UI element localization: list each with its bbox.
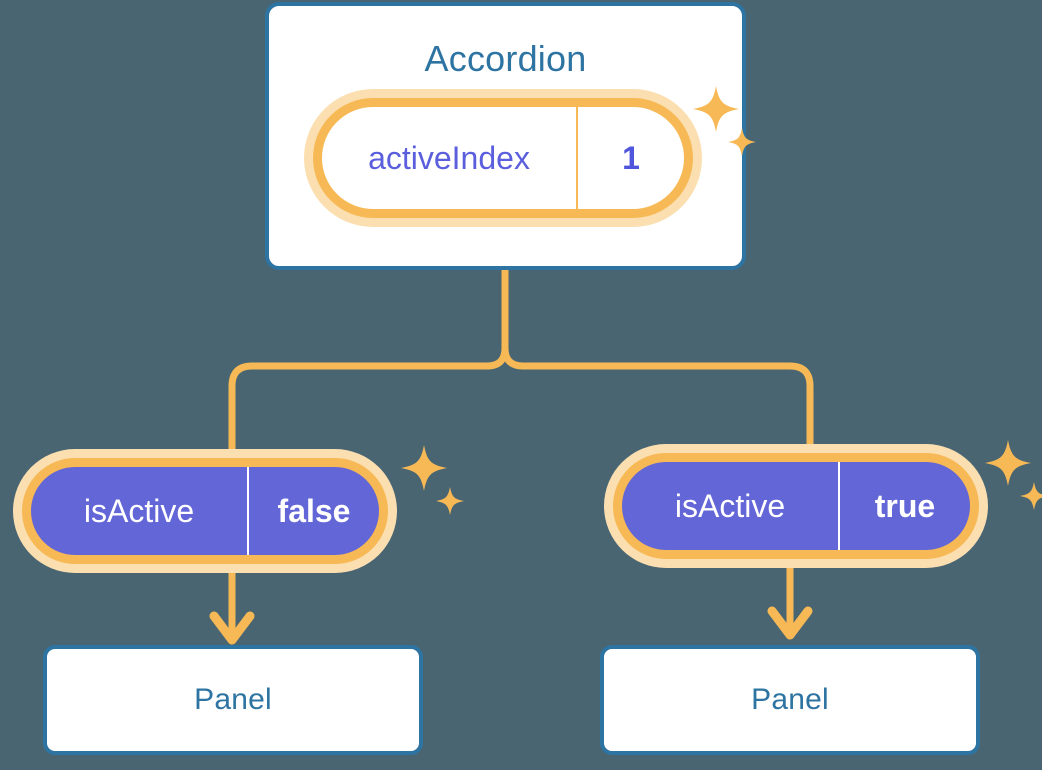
state-pill-key: isActive: [31, 467, 249, 555]
panel-node-label: Panel: [194, 683, 272, 716]
connector-branch-right: [501, 344, 814, 462]
state-pill-is-active-right[interactable]: isActive true: [613, 453, 979, 559]
state-pill-key: activeIndex: [322, 107, 578, 209]
arrow-down-icon-left: [209, 611, 255, 645]
state-pill-value: 1: [622, 139, 640, 176]
panel-node-left[interactable]: Panel: [43, 645, 423, 755]
sparkle-icon: [985, 440, 1042, 510]
state-pill-value: false: [277, 492, 351, 529]
state-pill[interactable]: activeIndex 1: [313, 98, 693, 218]
accordion-node-label: Accordion: [424, 38, 587, 79]
state-pill-is-active-left[interactable]: isActive false: [22, 458, 388, 564]
state-pill[interactable]: isActive false: [22, 458, 388, 564]
panel-node-label: Panel: [751, 683, 829, 716]
state-pill-active-index[interactable]: activeIndex 1: [313, 98, 693, 218]
state-pill-key: isActive: [622, 462, 840, 550]
sparkle-icon: [401, 445, 464, 515]
state-pill[interactable]: isActive true: [613, 453, 979, 559]
state-pill-value: true: [874, 487, 936, 524]
arrow-down-icon-right: [767, 606, 813, 640]
connector-branch-left: [228, 344, 509, 466]
panel-node-right[interactable]: Panel: [600, 645, 980, 755]
